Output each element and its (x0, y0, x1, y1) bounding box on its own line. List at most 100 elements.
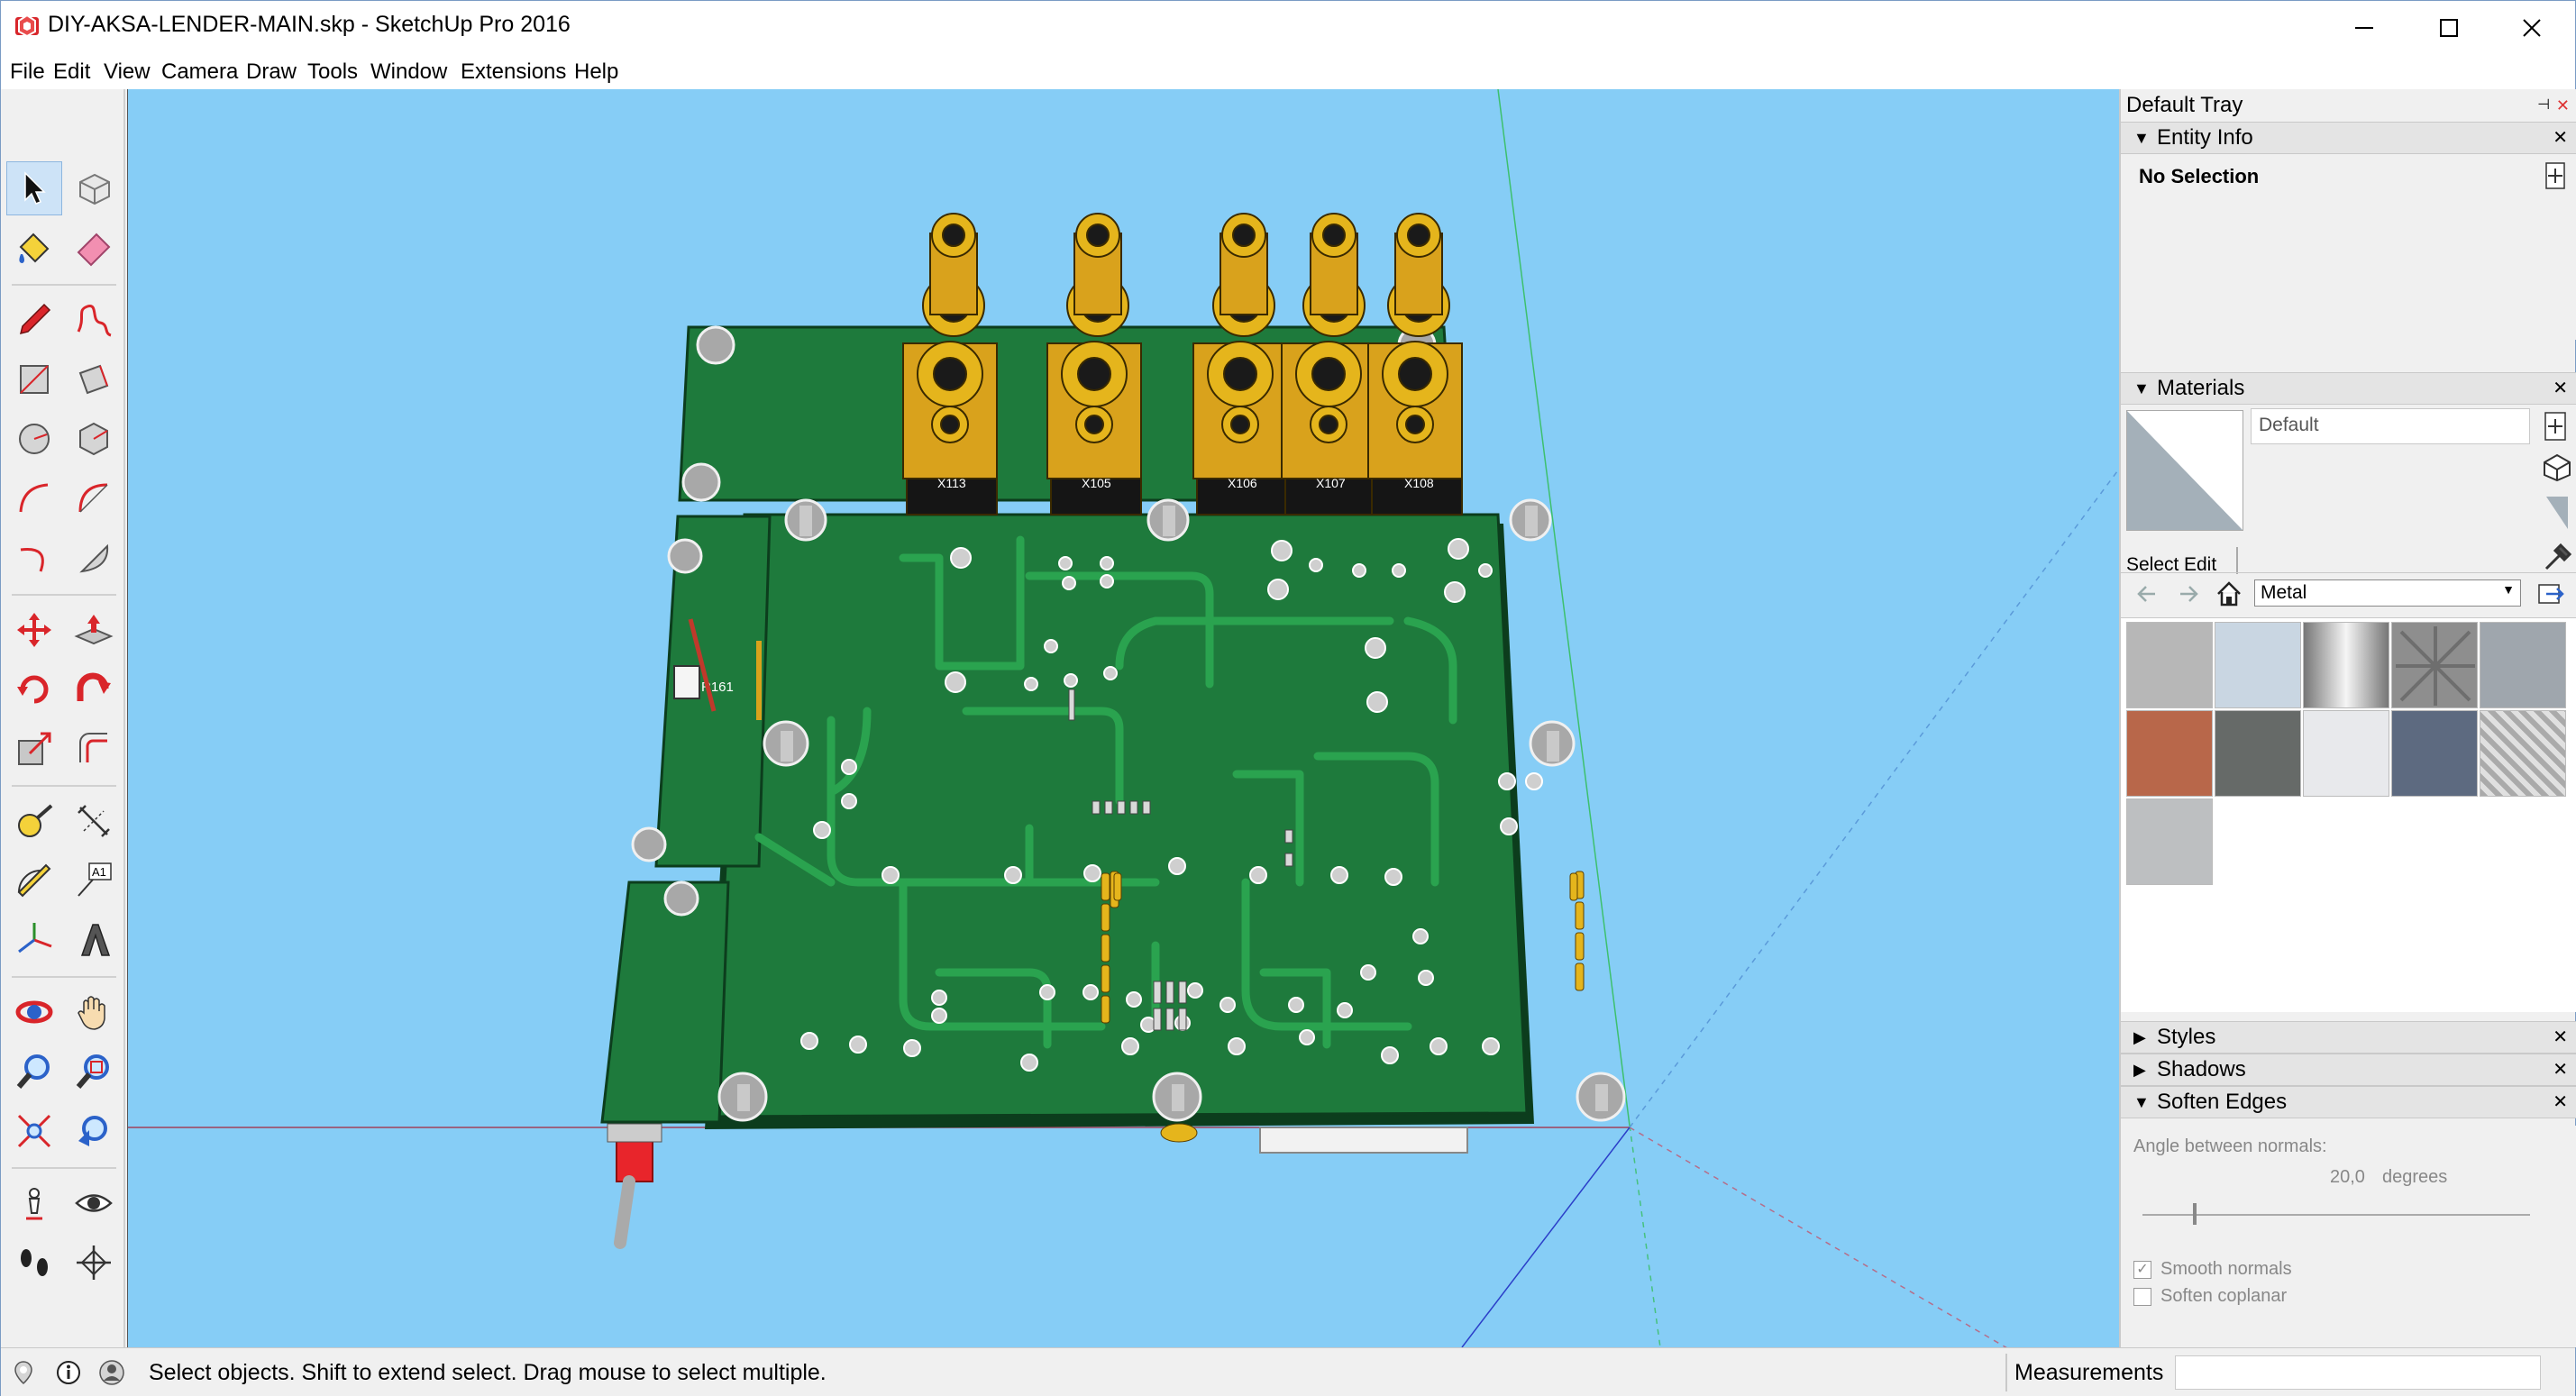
user-account-icon[interactable] (98, 1359, 125, 1386)
label-x107: X107 (1316, 476, 1346, 490)
close-icon[interactable]: ✕ (2553, 1027, 2568, 1047)
tray-close-icon[interactable]: ✕ (2555, 96, 2570, 114)
sample-paint-icon[interactable] (2543, 493, 2570, 533)
soften-edges-header[interactable]: ▼ Soften Edges ✕ (2121, 1086, 2576, 1118)
push-pull-tool[interactable] (66, 603, 122, 657)
material-library-dropdown[interactable]: Metal ▼ (2254, 579, 2521, 607)
tab-select[interactable]: Select (2126, 554, 2179, 575)
scale-tool[interactable] (6, 722, 62, 776)
line-tool[interactable] (6, 293, 62, 347)
tab-edit[interactable]: Edit (2184, 554, 2217, 575)
make-component-tool[interactable] (66, 161, 122, 215)
swatch-gray-metal[interactable] (2480, 622, 2566, 708)
previous-view-icon (78, 1116, 107, 1146)
two-point-arc-tool[interactable] (66, 471, 122, 525)
paint-bucket-tool[interactable] (6, 221, 62, 275)
zoom-extents-tool[interactable] (6, 1104, 62, 1158)
angle-slider-thumb[interactable] (2193, 1203, 2197, 1225)
swatch-diamond-plate[interactable] (2391, 622, 2478, 708)
info-icon[interactable] (55, 1359, 82, 1386)
angle-slider-track[interactable] (2142, 1214, 2530, 1216)
previous-view-tool[interactable] (66, 1104, 122, 1158)
swatch-brushed-aluminum[interactable] (2126, 622, 2213, 708)
close-icon[interactable]: ✕ (2553, 1092, 2568, 1112)
label-x105: X105 (1082, 476, 1111, 490)
axes-tool[interactable] (6, 913, 62, 967)
swatch-silver-metal[interactable] (2126, 798, 2213, 885)
green-axis (1497, 89, 1631, 1127)
magnifier-icon (16, 1054, 50, 1089)
menu-window[interactable]: Window (370, 59, 448, 84)
forward-arrow-icon[interactable] (2175, 581, 2200, 607)
protractor-icon (17, 863, 51, 898)
dimension-tool[interactable] (66, 794, 122, 848)
close-icon[interactable]: ✕ (2553, 379, 2568, 398)
rectangle-tool[interactable] (6, 352, 62, 406)
paint-model-icon[interactable] (2541, 452, 2571, 482)
back-arrow-icon[interactable] (2135, 581, 2160, 607)
freehand-tool[interactable] (66, 293, 122, 347)
home-icon[interactable] (2215, 579, 2243, 608)
eyedropper-icon[interactable] (2541, 542, 2571, 572)
follow-me-tool[interactable] (66, 662, 122, 716)
move-tool[interactable] (6, 603, 62, 657)
menu-tools[interactable]: Tools (307, 59, 359, 84)
swatch-white-metal[interactable] (2303, 710, 2389, 797)
minimize-button[interactable] (2323, 1, 2406, 55)
circle-tool[interactable] (6, 412, 62, 466)
three-point-arc-tool[interactable] (6, 531, 62, 585)
smooth-normals-checkbox[interactable]: ✓ (2133, 1261, 2151, 1279)
close-icon[interactable]: ✕ (2553, 128, 2568, 148)
swatch-light-blue-metal[interactable] (2215, 622, 2301, 708)
arc-tool[interactable] (6, 471, 62, 525)
zoom-extents-icon (17, 1114, 51, 1148)
soften-coplanar-checkbox[interactable] (2133, 1288, 2151, 1306)
position-camera-tool[interactable] (6, 1176, 62, 1230)
text-tool[interactable]: A1 (66, 853, 122, 908)
swatch-blue-steel[interactable] (2391, 710, 2478, 797)
polygon-tool[interactable] (66, 412, 122, 466)
pan-tool[interactable] (66, 985, 122, 1039)
geo-location-icon[interactable] (10, 1359, 37, 1386)
details-arrow-icon[interactable] (2537, 581, 2564, 607)
details-toggle-icon[interactable] (2544, 161, 2566, 190)
rotate-tool[interactable] (6, 662, 62, 716)
offset-tool[interactable] (66, 722, 122, 776)
swatch-rusty-metal[interactable] (2126, 710, 2213, 797)
create-material-icon[interactable] (2543, 410, 2568, 443)
menu-help[interactable]: Help (574, 59, 619, 84)
styles-header[interactable]: ▶ Styles ✕ (2121, 1021, 2576, 1054)
close-icon[interactable]: ✕ (2553, 1060, 2568, 1080)
menu-camera[interactable]: Camera (161, 59, 239, 84)
eraser-tool[interactable] (66, 221, 122, 275)
pie-tool[interactable] (66, 531, 122, 585)
shadows-header[interactable]: ▶ Shadows ✕ (2121, 1054, 2576, 1086)
orbit-tool[interactable] (6, 985, 62, 1039)
walk-tool[interactable] (6, 1236, 62, 1290)
zoom-tool[interactable] (6, 1045, 62, 1099)
swatch-dark-metal[interactable] (2215, 710, 2301, 797)
menu-view[interactable]: View (104, 59, 151, 84)
material-name-field[interactable]: Default (2251, 408, 2530, 444)
materials-header[interactable]: ▼ Materials ✕ (2121, 372, 2576, 405)
zoom-window-tool[interactable] (66, 1045, 122, 1099)
section-plane-tool[interactable] (66, 1236, 122, 1290)
menu-extensions[interactable]: Extensions (461, 59, 567, 84)
measurements-box[interactable] (2175, 1355, 2541, 1390)
model-viewport[interactable]: X113 X105 X106 X107 X108 R161 (127, 89, 2119, 1347)
swatch-tread-plate[interactable] (2480, 710, 2566, 797)
pin-icon[interactable]: ⊣ (2537, 97, 2550, 113)
menu-draw[interactable]: Draw (246, 59, 297, 84)
menu-file[interactable]: File (10, 59, 45, 84)
look-around-tool[interactable] (66, 1176, 122, 1230)
select-tool[interactable] (6, 161, 62, 215)
entity-info-header[interactable]: ▼ Entity Info ✕ (2121, 122, 2576, 154)
protractor-tool[interactable] (6, 853, 62, 908)
swatch-steel-gradient[interactable] (2303, 622, 2389, 708)
rotated-rectangle-tool[interactable] (66, 352, 122, 406)
menu-edit[interactable]: Edit (53, 59, 91, 84)
maximize-button[interactable] (2407, 1, 2490, 55)
tape-measure-tool[interactable] (6, 794, 62, 848)
close-button[interactable] (2490, 1, 2573, 55)
3d-text-tool[interactable] (66, 913, 122, 967)
